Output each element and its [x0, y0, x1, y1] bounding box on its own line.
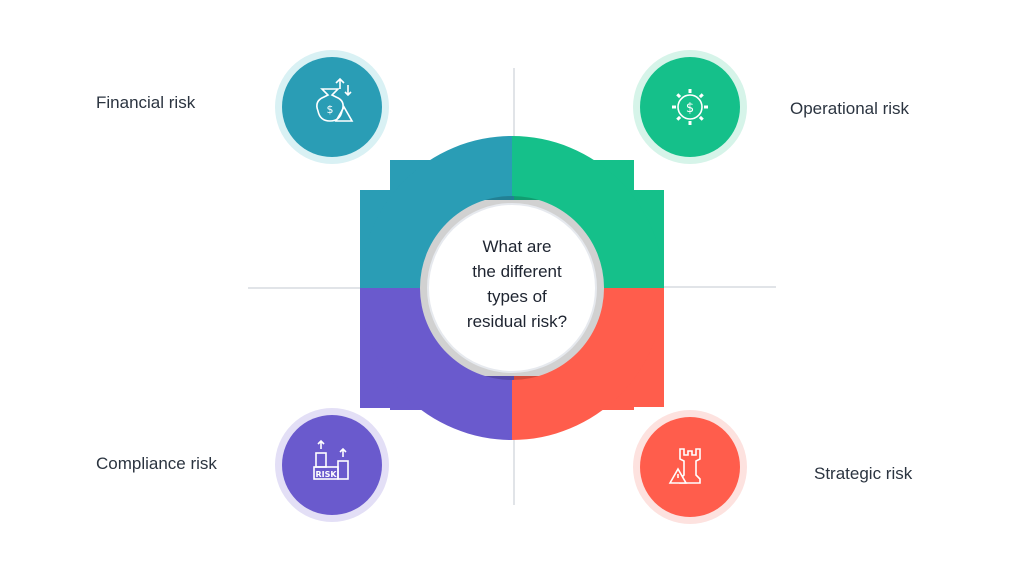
risk-block-chart-icon: RISK [313, 439, 349, 480]
label-compliance-risk: Compliance risk [96, 454, 217, 473]
badge-operational: $ [633, 50, 747, 164]
chess-rook-warning-icon [668, 448, 701, 484]
label-operational-risk: Operational risk [790, 99, 910, 118]
badge-strategic [633, 410, 747, 524]
badge-circle [640, 417, 740, 517]
quadrant-dividers [248, 68, 776, 505]
money-bag-warning-icon: $ [316, 77, 354, 122]
center-line-3: types of [487, 287, 547, 306]
segments [360, 136, 664, 440]
center-line-1: What are [482, 237, 552, 256]
badge-circle [282, 57, 382, 157]
center-line-4: residual risk? [466, 312, 568, 331]
badge-circle [640, 57, 740, 157]
segment-compliance [360, 288, 512, 440]
badge-compliance: RISK [275, 408, 389, 522]
svg-text:$: $ [686, 101, 694, 116]
label-financial-risk: Financial risk [96, 93, 196, 112]
segment-financial [360, 136, 512, 288]
center-line-2: the different [472, 262, 562, 281]
segment-operational [512, 136, 664, 288]
svg-text:RISK: RISK [315, 470, 337, 479]
center-question: What are the different types of residual… [432, 234, 602, 334]
badge-circle [282, 415, 382, 515]
badge-financial: $ [275, 50, 389, 164]
center-circle [427, 203, 597, 373]
label-strategic-risk: Strategic risk [814, 464, 913, 483]
gear-dollar-icon: $ [672, 89, 708, 125]
svg-text:$: $ [327, 103, 334, 116]
segment-strategic [512, 288, 664, 440]
